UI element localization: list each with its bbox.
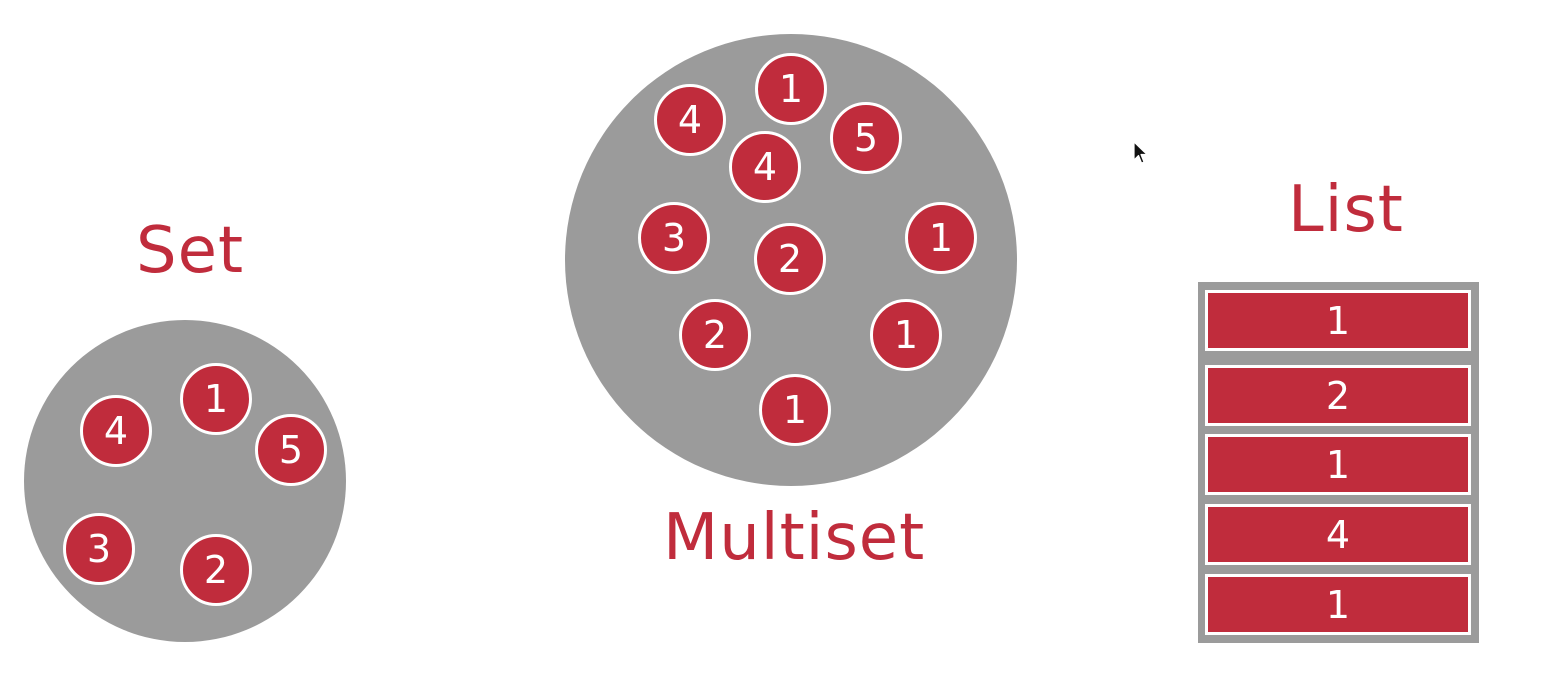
multiset-element: 5 (830, 102, 902, 174)
set-title: Set (136, 214, 245, 288)
mouse-pointer-icon (1133, 141, 1148, 164)
multiset-element: 2 (754, 223, 826, 295)
multiset-element: 4 (654, 84, 726, 156)
multiset-element: 1 (905, 202, 977, 274)
set-element: 1 (180, 363, 252, 435)
set-element: 5 (255, 414, 327, 486)
multiset-element: 2 (679, 299, 751, 371)
set-element: 3 (63, 513, 135, 585)
multiset-title: Multiset (663, 501, 926, 575)
multiset-element: 3 (638, 202, 710, 274)
set-element: 4 (80, 395, 152, 467)
list-title: List (1288, 173, 1404, 247)
multiset-element: 1 (755, 53, 827, 125)
list-item: 2 (1205, 365, 1471, 426)
multiset-element: 4 (729, 131, 801, 203)
set-element: 2 (180, 534, 252, 606)
multiset-element: 1 (759, 374, 831, 446)
list-item: 4 (1205, 504, 1471, 565)
list-item: 1 (1205, 290, 1471, 351)
list-item: 1 (1205, 434, 1471, 495)
multiset-element: 1 (870, 299, 942, 371)
list-item: 1 (1205, 574, 1471, 635)
